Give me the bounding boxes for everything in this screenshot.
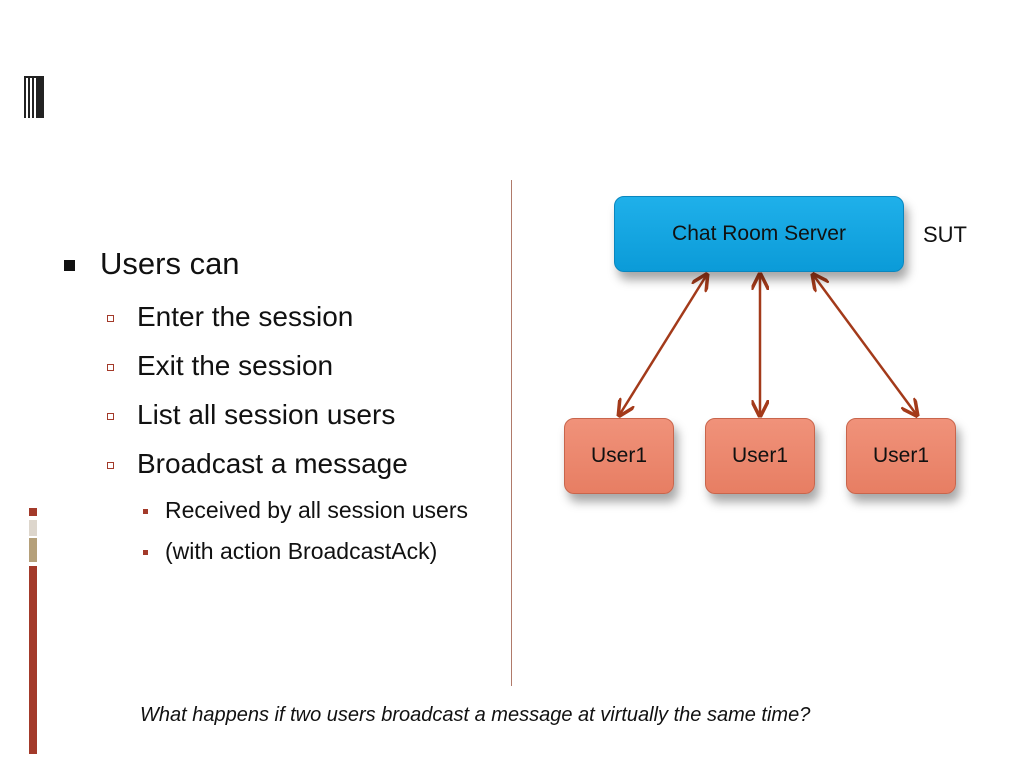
slide-logo-icon <box>24 76 44 118</box>
chat-room-server-box: Chat Room Server <box>614 196 904 272</box>
bullet-item: Exit the session <box>107 350 333 382</box>
bullet-item: List all session users <box>107 399 395 431</box>
square-bullet-icon <box>64 260 75 271</box>
user-box-right: User1 <box>846 418 956 494</box>
user-box-left: User1 <box>564 418 674 494</box>
user-box-middle: User1 <box>705 418 815 494</box>
bullet-item: Enter the session <box>107 301 353 333</box>
question-text: What happens if two users broadcast a me… <box>140 704 811 726</box>
small-square-bullet-icon <box>143 509 148 514</box>
hollow-square-bullet-icon <box>107 413 114 420</box>
hollow-square-bullet-icon <box>107 315 114 322</box>
arrow-server-user-right <box>814 276 916 414</box>
bullet-item: Broadcast a message <box>107 448 408 480</box>
bullet-subitem: Received by all session users <box>143 497 468 524</box>
arrow-server-user-left <box>620 276 706 414</box>
sut-label: SUT <box>923 222 967 247</box>
bullet-main: Users can <box>64 246 240 282</box>
small-square-bullet-icon <box>143 550 148 555</box>
bullet-subitem: (with action BroadcastAck) <box>143 538 437 565</box>
hollow-square-bullet-icon <box>107 462 114 469</box>
hollow-square-bullet-icon <box>107 364 114 371</box>
column-divider <box>511 180 512 686</box>
